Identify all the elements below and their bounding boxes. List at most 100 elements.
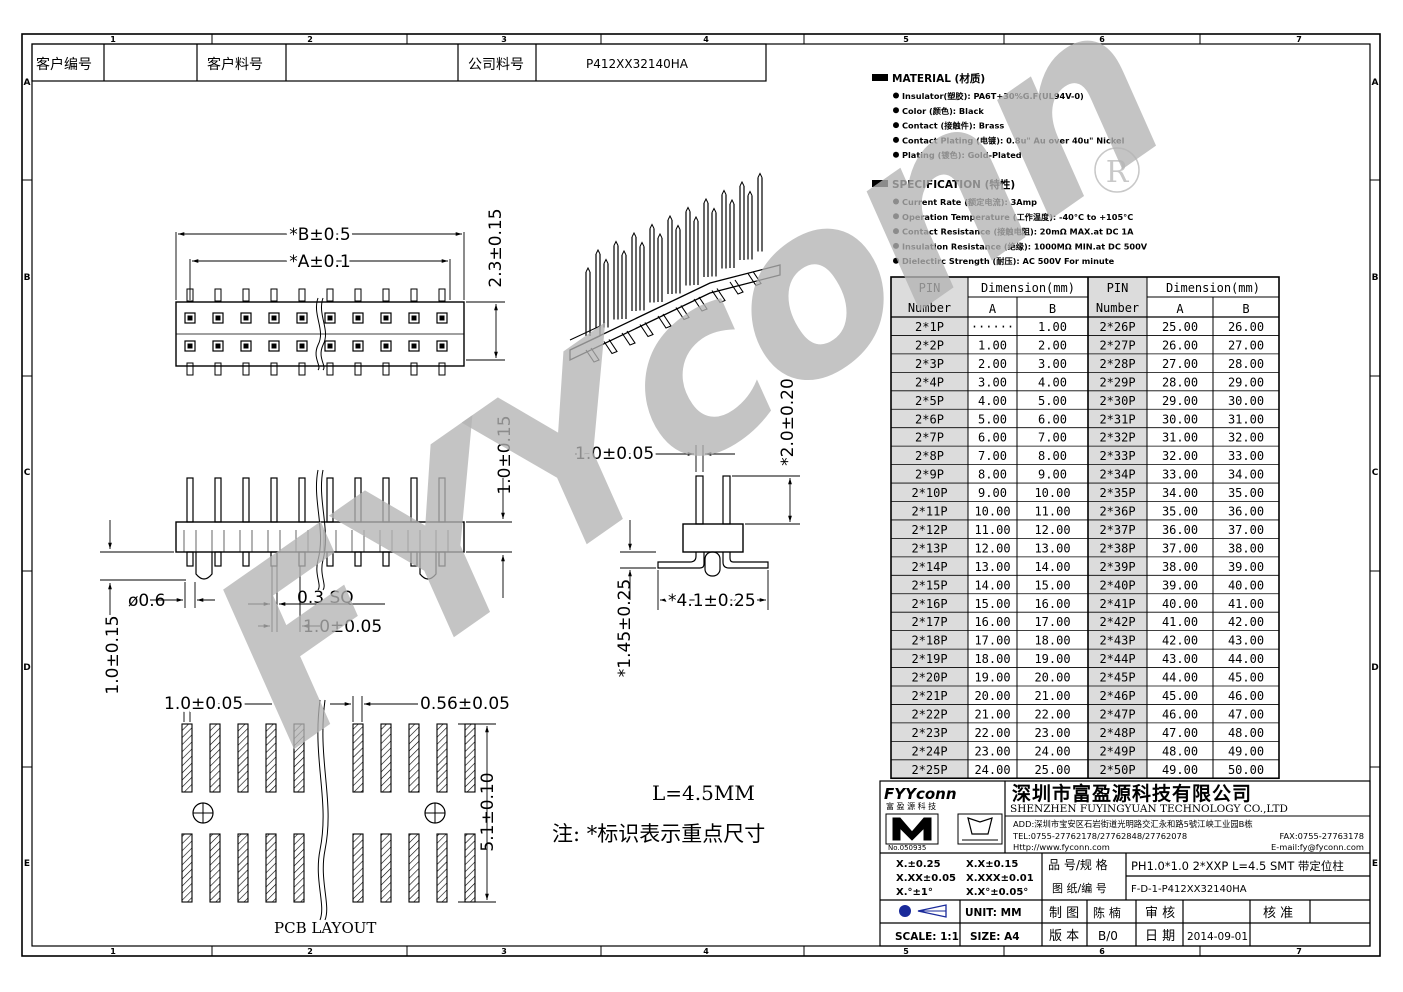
table-cell-pin: 2*1P xyxy=(915,320,944,334)
tolerance-2: X.X±0.15 xyxy=(966,859,1018,870)
table-cell-a: 2.00 xyxy=(978,357,1007,371)
table-cell-b: 9.00 xyxy=(1038,468,1067,482)
table-cell-b: 25.00 xyxy=(1034,763,1070,777)
table-cell-a: 8.00 xyxy=(978,468,1007,482)
solder-pad xyxy=(380,833,392,903)
table-cell-pin: 2*9P xyxy=(915,468,944,482)
table-cell-pin: 2*18P xyxy=(911,634,947,648)
table-cell-a: 38.00 xyxy=(1162,560,1198,574)
bullet-icon xyxy=(893,213,899,220)
solder-pad xyxy=(237,723,249,793)
drawing-number-label: 图 纸/编 号 xyxy=(1052,881,1107,895)
pin-square xyxy=(352,340,364,352)
pin-square xyxy=(380,312,392,324)
front-view xyxy=(175,469,465,591)
table-cell-pin: 2*24P xyxy=(911,744,947,758)
table-cell-pin: 2*13P xyxy=(911,541,947,555)
pin-square xyxy=(436,312,448,324)
table-cell-pin: 2*4P xyxy=(915,375,944,389)
table-cell-b: 45.00 xyxy=(1228,671,1264,685)
unit-label: UNIT: MM xyxy=(965,907,1022,919)
table-cell-b: 16.00 xyxy=(1034,597,1070,611)
table-cell-a: 22.00 xyxy=(974,726,1010,740)
table-cell-a: ······ xyxy=(971,320,1014,334)
column-label-bottom: 3 xyxy=(501,947,507,956)
solder-pad xyxy=(209,723,221,793)
solder-pad xyxy=(408,723,420,793)
table-cell-pin: 2*10P xyxy=(911,486,947,500)
a-dimension: *A±0.1 xyxy=(289,252,350,272)
table-cell-a: 23.00 xyxy=(974,744,1010,758)
table-cell-pin: 2*43P xyxy=(1099,634,1135,648)
solder-pad xyxy=(436,723,448,793)
table-cell-a: 27.00 xyxy=(1162,357,1198,371)
b-dimension: *B±0.5 xyxy=(289,225,350,245)
pin-square xyxy=(268,312,280,324)
row-label-right: E xyxy=(1372,859,1378,869)
table-header-b: B xyxy=(1242,302,1249,316)
table-cell-b: 40.00 xyxy=(1228,578,1264,592)
material-line: Contact Plating (电镀): 0.8u" Au over 40u"… xyxy=(902,135,1125,145)
table-cell-b: 17.00 xyxy=(1034,615,1070,629)
drawn-value: 陈 楠 xyxy=(1093,905,1121,920)
table-cell-a: 25.00 xyxy=(1162,320,1198,334)
table-cell-b: 31.00 xyxy=(1228,412,1264,426)
table-cell-b: 33.00 xyxy=(1228,449,1264,463)
bullet-icon xyxy=(893,151,899,158)
column-label-top: 7 xyxy=(1296,35,1302,44)
table-cell-a: 36.00 xyxy=(1162,523,1198,537)
pin-square xyxy=(324,312,336,324)
row-label-left: B xyxy=(24,273,31,283)
specification-section: SPECIFICATION (特性) Current Rate (额定电流): … xyxy=(872,178,1148,266)
pin-square xyxy=(436,340,448,352)
certificate-number: No.050935 xyxy=(888,844,926,852)
front-pitch-dimension: 1.0±0.05 xyxy=(303,617,382,637)
locating-post xyxy=(419,552,437,580)
table-cell-pin: 2*16P xyxy=(911,597,947,611)
table-cell-a: 17.00 xyxy=(974,634,1010,648)
table-cell-a: 31.00 xyxy=(1162,431,1198,445)
tolerance-4: X.XXX±0.01 xyxy=(966,873,1034,884)
table-cell-pin: 2*3P xyxy=(915,357,944,371)
pcb-layout xyxy=(181,699,476,921)
table-cell-b: 6.00 xyxy=(1038,412,1067,426)
table-cell-b: 29.00 xyxy=(1228,375,1264,389)
table-cell-b: 34.00 xyxy=(1228,468,1264,482)
table-cell-b: 47.00 xyxy=(1228,707,1264,721)
table-cell-pin: 2*42P xyxy=(1099,615,1135,629)
table-cell-a: 39.00 xyxy=(1162,578,1198,592)
table-cell-a: 19.00 xyxy=(974,671,1010,685)
table-cell-b: 39.00 xyxy=(1228,560,1264,574)
column-label-top: 3 xyxy=(501,35,507,44)
table-cell-a: 6.00 xyxy=(978,431,1007,445)
side-pitch-dimension: 1.0±0.05 xyxy=(575,444,654,464)
tolerance-3: X.XX±0.05 xyxy=(896,873,956,884)
table-cell-pin: 2*36P xyxy=(1099,505,1135,519)
table-cell-b: 13.00 xyxy=(1034,541,1070,555)
table-cell-pin: 2*40P xyxy=(1099,578,1135,592)
table-cell-a: 5.00 xyxy=(978,412,1007,426)
company-logo: FYYconn 富 盈 源 科 技 No.050935 xyxy=(884,785,1003,852)
b-dimension-mask: *B±0.5 xyxy=(289,225,350,245)
table-cell-b: 19.00 xyxy=(1034,652,1070,666)
table-cell-a: 33.00 xyxy=(1162,468,1198,482)
table-cell-pin: 2*25P xyxy=(911,763,947,777)
table-header-number: Number xyxy=(908,301,951,315)
date-label: 日 期 xyxy=(1145,929,1175,944)
row-label-left: A xyxy=(24,78,31,88)
table-cell-pin: 2*35P xyxy=(1099,486,1135,500)
table-cell-a: 35.00 xyxy=(1162,505,1198,519)
table-cell-a: 30.00 xyxy=(1162,412,1198,426)
table-cell-pin: 2*20P xyxy=(911,671,947,685)
tolerance-5: X.°±1° xyxy=(896,887,933,898)
bullet-icon xyxy=(893,242,899,249)
solder-pad xyxy=(209,833,221,903)
table-cell-a: 13.00 xyxy=(974,560,1010,574)
table-cell-a: 10.00 xyxy=(974,505,1010,519)
table-cell-b: 1.00 xyxy=(1038,320,1067,334)
table-cell-pin: 2*7P xyxy=(915,431,944,445)
table-cell-a: 34.00 xyxy=(1162,486,1198,500)
pin-square xyxy=(212,340,224,352)
company-http: Http://www.fyconn.com xyxy=(1013,842,1110,852)
